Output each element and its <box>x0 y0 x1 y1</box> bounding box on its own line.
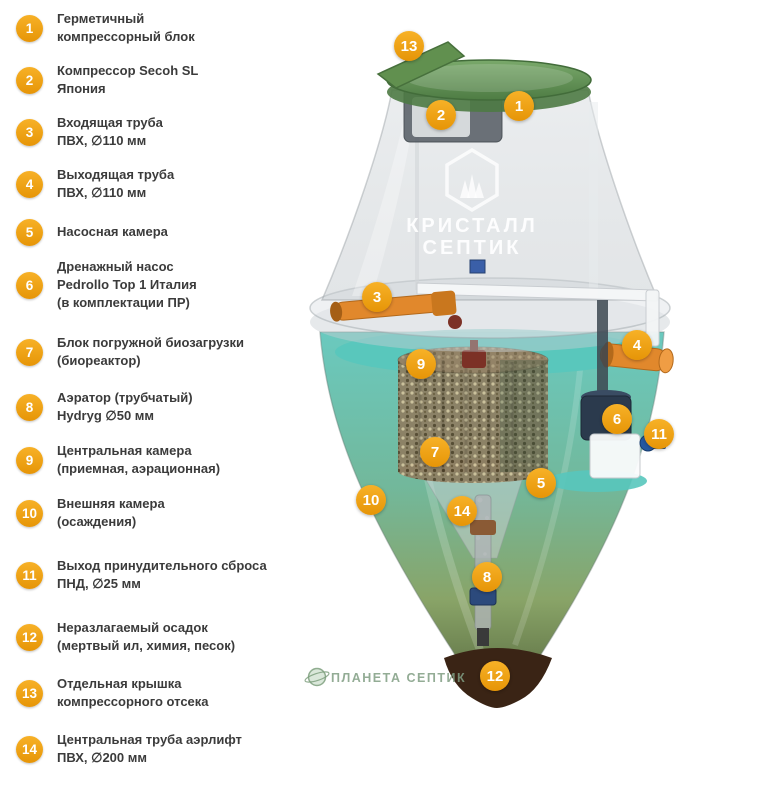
legend-item-10: 10 Внешняя камера(осаждения) <box>16 495 165 531</box>
callout-badge-2: 2 <box>426 100 456 130</box>
blue-cube <box>469 259 486 274</box>
callout-badge-8: 8 <box>472 562 502 592</box>
callout-badge-11: 11 <box>644 419 674 449</box>
legend-number-badge: 3 <box>16 118 43 146</box>
bioreactor-valve <box>462 350 486 368</box>
legend-item-12: 12 Неразлагаемый осадок(мертвый ил, химия… <box>16 619 235 655</box>
callout-badge-4: 4 <box>622 330 652 360</box>
callout-badge-10: 10 <box>356 485 386 515</box>
callout-badge-9: 9 <box>406 349 436 379</box>
compressor-cover-lid <box>376 41 466 89</box>
brand-watermark-line1: КРИСТАЛЛ <box>406 215 538 237</box>
legend-item-9: 9 Центральная камера(приемная, аэрационна… <box>16 442 220 478</box>
legend-number-badge: 14 <box>16 735 43 763</box>
legend-item-label: Неразлагаемый осадок(мертвый ил, химия, … <box>57 620 236 654</box>
brand-watermark-line2: СЕПТИК <box>423 237 522 259</box>
legend-item-label: Аэратор (трубчатый)Hydryg ∅50 мм <box>57 390 193 424</box>
legend-number-badge: 9 <box>16 446 43 474</box>
legend-item-label: Насосная камера <box>57 224 168 240</box>
top-white-pipe <box>416 282 660 347</box>
legend-number-badge: 10 <box>16 499 43 527</box>
callout-badge-5: 5 <box>526 468 556 498</box>
legend-item-5: 5 Насосная камера <box>16 219 168 246</box>
legend-number-badge: 1 <box>16 14 43 42</box>
legend-number-badge: 6 <box>16 271 43 299</box>
legend-item-label: Внешняя камера(осаждения) <box>57 496 165 530</box>
legend-number-badge: 5 <box>16 219 43 246</box>
callout-badge-14: 14 <box>447 496 477 526</box>
callout-badge-13: 13 <box>394 31 424 61</box>
legend-number-badge: 11 <box>16 561 43 589</box>
legend-item-label: Центральная камера(приемная, аэрационная… <box>57 443 221 477</box>
aerator-fitting <box>470 520 496 535</box>
legend-number-badge: 7 <box>16 338 43 366</box>
legend-item-7: 7 Блок погружной биозагрузки(биореактор) <box>16 334 244 370</box>
legend-number-badge: 8 <box>16 393 43 421</box>
callout-badge-12: 12 <box>480 661 510 691</box>
legend-number-badge: 4 <box>16 170 43 198</box>
callout-badge-7: 7 <box>420 437 450 467</box>
crystal-hexagon-logo <box>445 147 499 213</box>
legend-item-label: Блок погружной биозагрузки(биореактор) <box>57 335 244 369</box>
footer-watermark: ПЛАНЕТА СЕПТИК <box>304 667 466 687</box>
legend-number-badge: 12 <box>16 623 43 651</box>
footer-watermark-text: ПЛАНЕТА СЕПТИК <box>331 671 466 685</box>
float-switch-box <box>589 433 641 479</box>
brand-watermark: КРИСТАЛЛ СЕПТИК <box>406 147 538 274</box>
legend-item-8: 8 Аэратор (трубчатый)Hydryg ∅50 мм <box>16 389 193 425</box>
inlet-valve <box>448 315 462 329</box>
callout-badge-6: 6 <box>602 404 632 434</box>
callout-badge-3: 3 <box>362 282 392 312</box>
legend-number-badge: 13 <box>16 679 43 707</box>
legend-number-badge: 2 <box>16 66 43 94</box>
callout-badge-1: 1 <box>504 91 534 121</box>
tank-dome <box>320 89 660 301</box>
